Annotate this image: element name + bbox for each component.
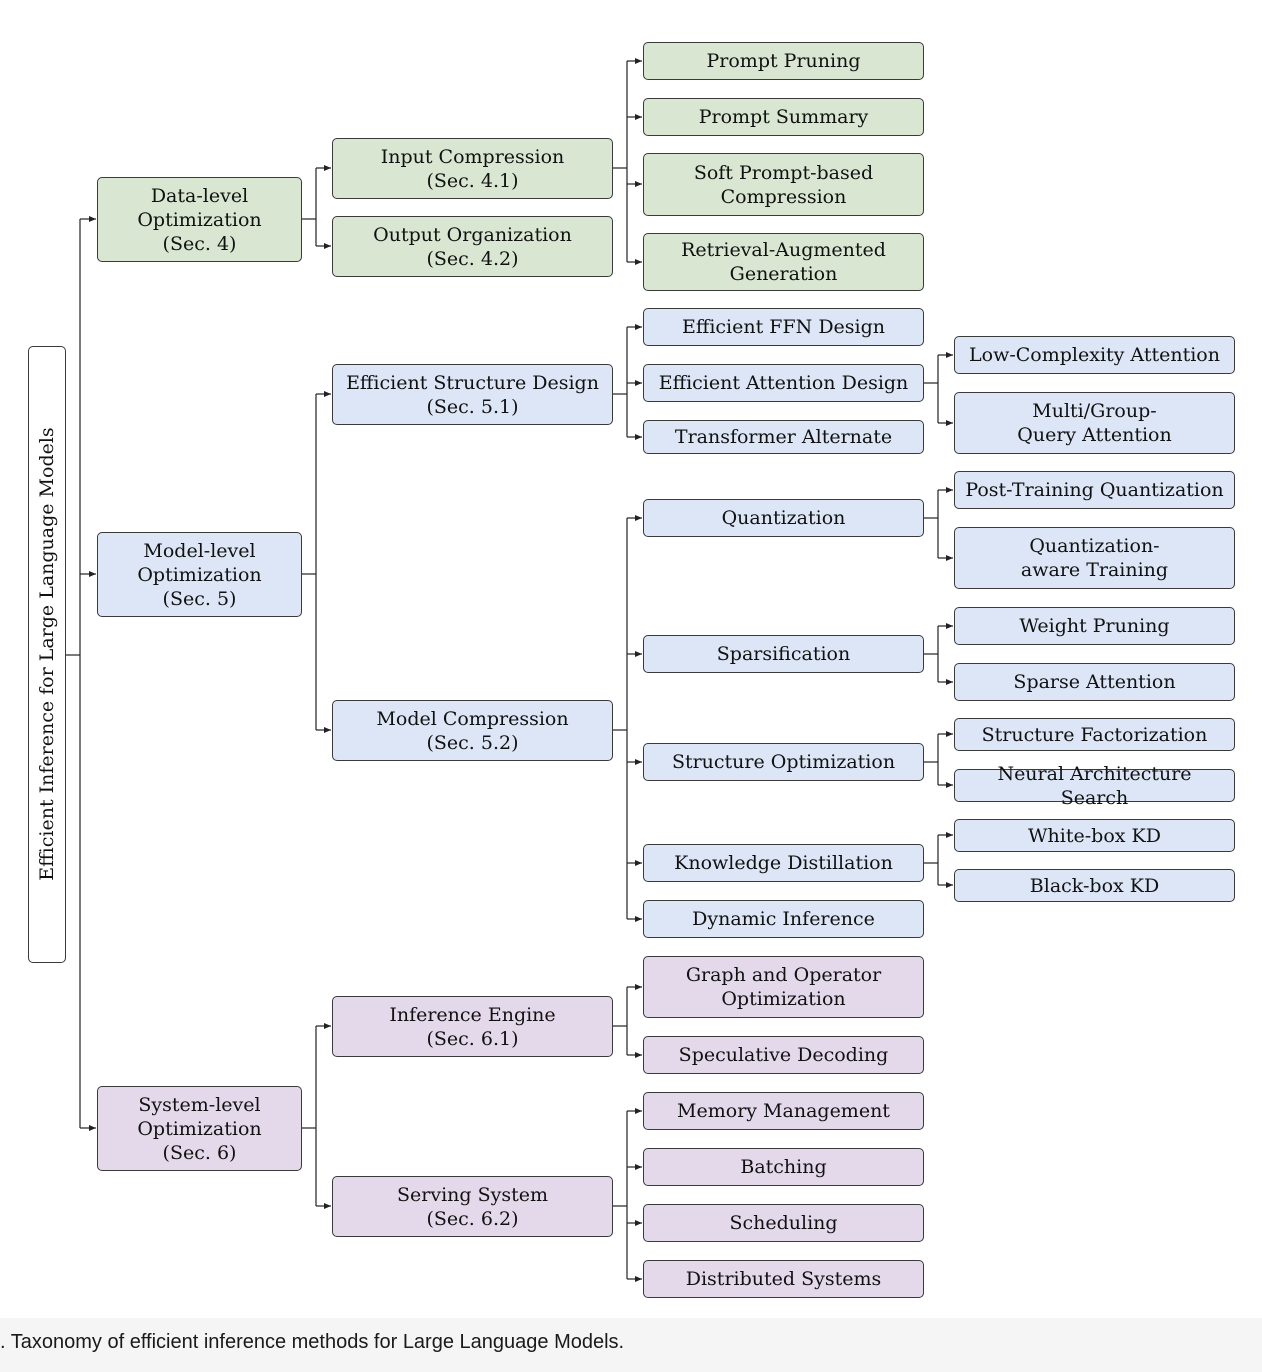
figure-caption: . Taxonomy of efficient inference method… [0, 1331, 625, 1353]
output-organization-node: Output Organization (Sec. 4.2) [332, 216, 613, 277]
caption-bar [0, 1318, 1262, 1372]
white-box-kd-node: White-box KD [954, 819, 1235, 852]
prompt-pruning-node: Prompt Pruning [643, 42, 924, 80]
black-box-kd-node: Black-box KD [954, 869, 1235, 902]
data-level-node: Data-level Optimization (Sec. 4) [97, 177, 302, 262]
speculative-decoding-node: Speculative Decoding [643, 1036, 924, 1074]
soft-prompt-node: Soft Prompt-based Compression [643, 153, 924, 216]
structure-optimization-node: Structure Optimization [643, 743, 924, 781]
prompt-summary-node: Prompt Summary [643, 98, 924, 136]
scheduling-node: Scheduling [643, 1204, 924, 1242]
quantization-node: Quantization [643, 499, 924, 537]
quantization-aware-training-node: Quantization- aware Training [954, 527, 1235, 589]
efficient-attention-node: Efficient Attention Design [643, 364, 924, 402]
rag-node: Retrieval-Augmented Generation [643, 233, 924, 291]
multi-group-query-node: Multi/Group- Query Attention [954, 392, 1235, 454]
efficient-ffn-node: Efficient FFN Design [643, 308, 924, 346]
input-compression-node: Input Compression (Sec. 4.1) [332, 138, 613, 199]
inference-engine-node: Inference Engine (Sec. 6.1) [332, 996, 613, 1057]
distributed-systems-node: Distributed Systems [643, 1260, 924, 1298]
structure-factorization-node: Structure Factorization [954, 718, 1235, 751]
model-level-node: Model-level Optimization (Sec. 5) [97, 532, 302, 617]
weight-pruning-node: Weight Pruning [954, 607, 1235, 645]
dynamic-inference-node: Dynamic Inference [643, 900, 924, 938]
root-node [28, 346, 66, 963]
model-compression-node: Model Compression (Sec. 5.2) [332, 700, 613, 761]
serving-system-node: Serving System (Sec. 6.2) [332, 1176, 613, 1237]
sparse-attention-node: Sparse Attention [954, 663, 1235, 701]
knowledge-distillation-node: Knowledge Distillation [643, 844, 924, 882]
root-label: Efficient Inference for Large Language M… [36, 427, 58, 881]
efficient-structure-design-node: Efficient Structure Design (Sec. 5.1) [332, 364, 613, 425]
system-level-node: System-level Optimization (Sec. 6) [97, 1086, 302, 1171]
sparsification-node: Sparsification [643, 635, 924, 673]
memory-management-node: Memory Management [643, 1092, 924, 1130]
post-training-quantization-node: Post-Training Quantization [954, 471, 1235, 509]
transformer-alternate-node: Transformer Alternate [643, 420, 924, 454]
graph-operator-node: Graph and Operator Optimization [643, 956, 924, 1018]
neural-architecture-search-node: Neural Architecture Search [954, 763, 1235, 809]
low-complexity-attention-node: Low-Complexity Attention [954, 336, 1235, 374]
batching-node: Batching [643, 1148, 924, 1186]
